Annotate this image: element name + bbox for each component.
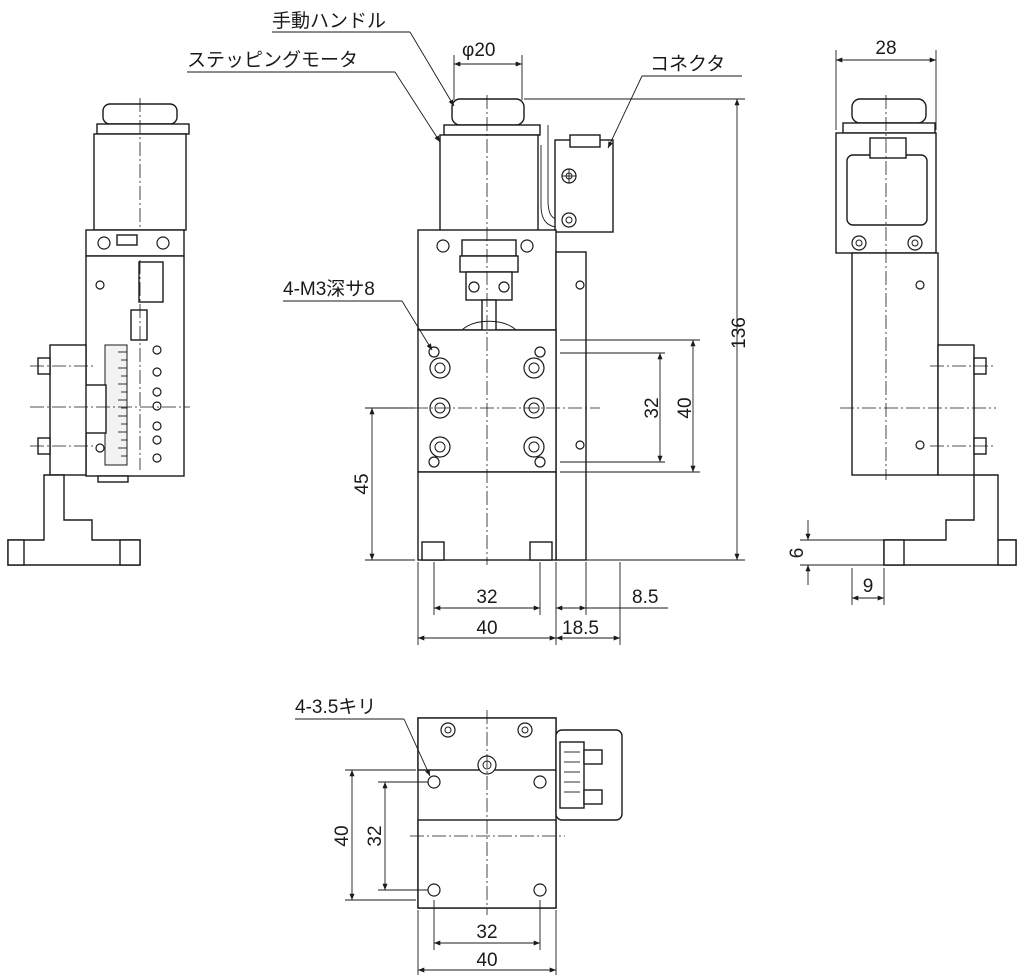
front-view [370,95,614,565]
dim-32-horizontal: 32 [476,587,497,608]
through-holes-label: 4-3.5キリ [295,697,376,718]
dim-40-horizontal: 40 [476,618,497,639]
dim-45: 45 [352,473,373,494]
right-side-view [835,95,1017,566]
stage-tapped-holes [428,346,546,468]
phi20-label: φ20 [462,40,495,61]
front-callouts: 手動ハンドル ステッピングモータ コネクタ 4-M3深サ8 [187,10,742,351]
dim-8-5: 8.5 [632,587,658,608]
dim-136: 136 [729,317,750,349]
dim-9: 9 [863,576,874,597]
manual-handle-label: 手動ハンドル [272,10,386,32]
scale-ticks [118,351,127,457]
dim-6: 6 [787,548,808,559]
side-dimensions: 28 6 9 [787,38,937,605]
dim-top-32-vertical: 32 [365,825,386,846]
dim-32-vertical: 32 [642,397,663,418]
dim-top-32-horizontal: 32 [476,922,497,943]
dim-top-40-vertical: 40 [332,825,353,846]
dim-top-40-horizontal: 40 [476,950,497,971]
front-dimensions: φ20 136 32 40 45 32 40 8.5 [352,40,750,645]
dim-18-5: 18.5 [562,618,599,639]
top-view [410,710,623,915]
connector-label: コネクタ [650,53,725,75]
stepping-motor-label: ステッピングモータ [187,49,358,71]
left-side-view [7,98,190,566]
tapped-holes-label: 4-M3深サ8 [283,278,375,300]
dim-28: 28 [875,38,896,59]
dim-40-vertical: 40 [675,397,696,418]
top-dimensions: 4-3.5キリ 40 32 32 40 [295,697,557,975]
